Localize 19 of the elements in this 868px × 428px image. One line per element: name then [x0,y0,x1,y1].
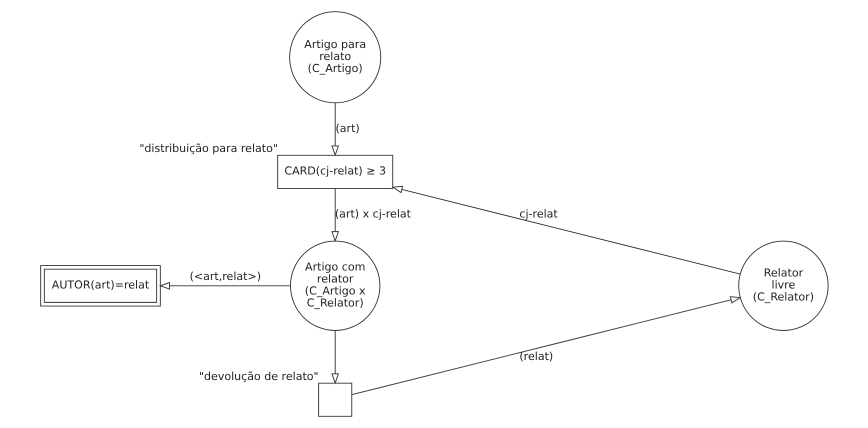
arrow [330,102,339,157]
arrow [158,282,290,290]
edge-label: (art) x cj-relat [334,208,410,221]
node-circle: Relator livre (C_Relator) [738,240,828,331]
node-label: "devolução de relato" [198,370,318,384]
node-box [318,382,352,417]
arrow [330,330,339,384]
node-circle: Artigo para relato (C_Artigo) [288,11,381,104]
node-label: "distribuição para relato" [138,142,278,156]
node-box: CARD(cj-relat) ≥ 3 [276,154,393,189]
edge-label: (art) [335,122,360,135]
arrow [351,296,741,396]
edge-label: (<art,relat>) [189,270,261,283]
edge-label: (relat) [518,350,553,363]
node-box: AUTOR(art)=relat [40,265,160,306]
node-circle: Artigo com relator (C_Artigo x C_Relator) [290,240,380,331]
arrow [391,186,740,274]
arrow [330,188,339,242]
edge-label: cj-relat [518,208,558,221]
